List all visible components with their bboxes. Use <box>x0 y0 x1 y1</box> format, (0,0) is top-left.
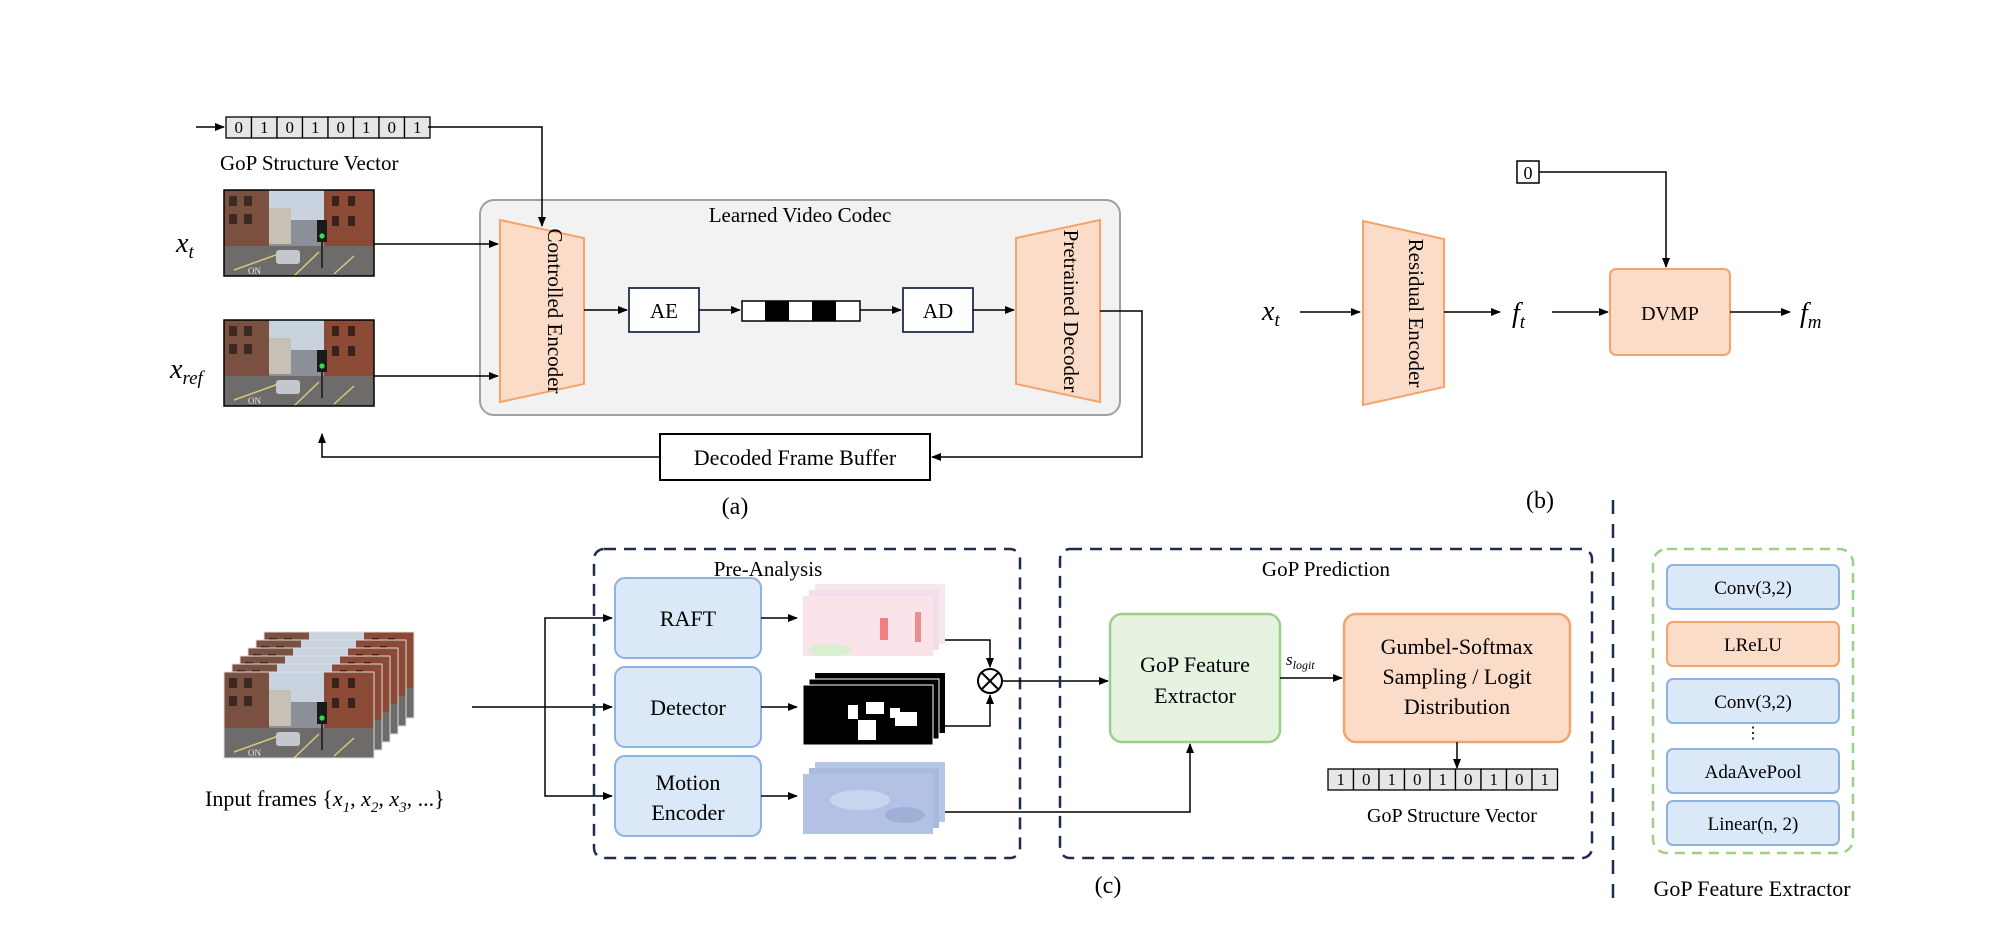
pretrained-decoder-label: Pretrained Decoder <box>1059 230 1083 393</box>
residual-encoder-label: Residual Encoder <box>1404 239 1428 388</box>
label-x-ref: xref <box>169 354 206 389</box>
gop-prediction-title: GoP Prediction <box>1262 557 1391 581</box>
caption-c: (c) <box>1095 873 1122 899</box>
layer-lrelu <box>1666 621 1840 667</box>
gop-a-bit: 1 <box>260 118 269 137</box>
gop-c-bit: 1 <box>1490 770 1499 789</box>
gop-c-bit: 0 <box>1464 770 1473 789</box>
label-x-t-b: xt <box>1261 296 1280 331</box>
gumbel-label-3: Distribution <box>1404 694 1510 719</box>
decoded-frame-buffer <box>659 433 931 481</box>
detector-label: Detector <box>650 695 726 720</box>
caption-b: (b) <box>1526 488 1554 514</box>
detection-masks <box>802 673 945 746</box>
gop-a-bit: 0 <box>235 118 244 137</box>
layer-linear-label: Linear(n, 2) <box>1708 814 1799 835</box>
layer-linear <box>1666 800 1840 846</box>
gumbel-label-1: Gumbel-Softmax <box>1381 634 1534 659</box>
layer-conv-2 <box>1666 678 1840 724</box>
gop-c-bit: 0 <box>1362 770 1371 789</box>
gop-c-bit: 1 <box>1439 770 1448 789</box>
extractor-detail-panel: Conv(3,2) LReLU Conv(3,2) ⋮ AdaAvePool L… <box>1651 547 1855 901</box>
ae-box <box>628 287 700 333</box>
gop-c-bit: 1 <box>1541 770 1550 789</box>
motion-encoder-label-1: Motion <box>656 770 721 795</box>
motion-encoder-label-2: Encoder <box>651 800 725 825</box>
bitstream <box>741 300 861 322</box>
label-f-t: ft <box>1512 298 1526 333</box>
bit-zero: 0 <box>1524 163 1533 183</box>
optical-flow-maps <box>803 584 945 656</box>
pre-analysis-box <box>592 547 1022 860</box>
gop-feature-extractor-box <box>1108 612 1282 744</box>
frame-x-ref <box>223 319 375 407</box>
gop-c-bit: 0 <box>1515 770 1524 789</box>
controlled-encoder <box>499 218 585 404</box>
raft-label: RAFT <box>660 606 717 631</box>
layer-conv-2-label: Conv(3,2) <box>1714 692 1792 713</box>
gop-c-bit: 0 <box>1413 770 1422 789</box>
dvmp-label: DVMP <box>1641 303 1699 325</box>
ae-label: AE <box>650 299 678 323</box>
input-frames-label: Input frames {x1, x2, x3, ...} <box>205 786 445 816</box>
extractor-detail-box <box>1651 547 1855 855</box>
decoded-frame-buffer-label: Decoded Frame Buffer <box>694 445 897 470</box>
ad-box <box>902 287 974 333</box>
pretrained-decoder <box>1015 218 1101 404</box>
label-f-m: fm <box>1800 298 1822 333</box>
layer-conv-1 <box>1666 564 1840 610</box>
controlled-encoder-label: Controlled Encoder <box>543 228 567 393</box>
input-frames-stack <box>223 631 415 759</box>
gop-a-bit: 0 <box>388 118 397 137</box>
extractor-detail-title: GoP Feature Extractor <box>1653 876 1851 901</box>
layer-lrelu-label: LReLU <box>1724 635 1782 656</box>
gop-a-bit: 1 <box>362 118 371 137</box>
layer-conv-1-label: Conv(3,2) <box>1714 578 1792 599</box>
s-logit-label: slogit <box>1286 650 1315 672</box>
caption-a: (a) <box>722 494 749 520</box>
gop-a-bit: 1 <box>311 118 320 137</box>
label-x-t-a: xt <box>175 228 194 263</box>
gop-c-bit: 1 <box>1337 770 1346 789</box>
gop-c-bit: 1 <box>1388 770 1397 789</box>
gop-prediction-box <box>1058 547 1594 860</box>
layer-ellipsis: ⋮ <box>1745 725 1761 742</box>
gop-a-bit: 1 <box>413 118 422 137</box>
layer-adaavepool-label: AdaAvePool <box>1705 762 1802 783</box>
gop-a-bit: 0 <box>337 118 346 137</box>
panel-b: 0 xt Residual Encoder ft DVMP fm (b) <box>1261 160 1822 514</box>
residual-encoder <box>1362 219 1445 407</box>
ad-label: AD <box>923 299 953 323</box>
gop-feature-extractor-label-1: GoP Feature <box>1140 652 1250 677</box>
motion-feature-maps <box>803 762 945 834</box>
gop-feature-extractor-label-2: Extractor <box>1154 683 1237 708</box>
gop-structure-label-a: GoP Structure Vector <box>220 151 398 175</box>
panel-c: Input frames {x1, x2, x3, ...} Pre-Analy… <box>205 547 1594 899</box>
gumbel-label-2: Sampling / Logit <box>1382 664 1531 689</box>
layer-adaavepool <box>1666 748 1840 794</box>
gop-c-cell <box>1531 768 1559 791</box>
codec-title: Learned Video Codec <box>709 203 892 227</box>
gop-structure-label-c: GoP Structure Vector <box>1367 805 1537 827</box>
gop-a-bit: 0 <box>286 118 295 137</box>
frame-x-t <box>223 189 375 277</box>
